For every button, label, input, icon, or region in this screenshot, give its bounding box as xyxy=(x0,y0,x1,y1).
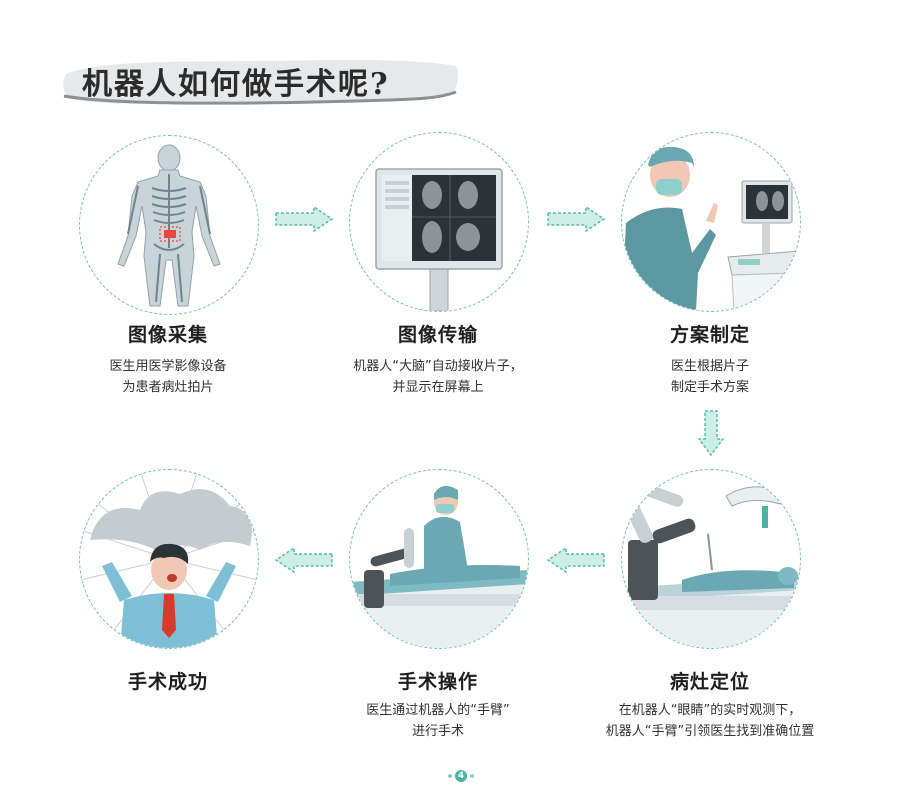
arrow-right-icon xyxy=(547,206,606,232)
brush-stroke-background xyxy=(63,60,459,105)
arrow-right-icon xyxy=(275,206,334,232)
step-5-title: 手术操作 xyxy=(397,671,478,693)
step-6-illustration xyxy=(79,469,259,649)
step-1-illustration xyxy=(79,135,259,315)
page-number-label: 4 xyxy=(455,770,467,782)
arrow-left-icon xyxy=(274,547,333,573)
celebrating-person-icon xyxy=(80,470,258,648)
arrow-left-icon xyxy=(546,547,605,573)
step-3-title: 方案制定 xyxy=(669,324,750,346)
step-3-illustration xyxy=(621,132,801,312)
page-title: 机器人如何做手术呢? xyxy=(82,67,390,102)
skeleton-scan-icon xyxy=(117,144,221,307)
robot-surgery-icon xyxy=(350,485,528,648)
step-3-description: 医生根据片子 制定手术方案 xyxy=(670,359,749,395)
step-6-title: 手术成功 xyxy=(127,671,208,693)
step-1-title: 图像采集 xyxy=(127,324,208,346)
step-1-description: 医生用医学影像设备 为患者病灶拍片 xyxy=(109,359,227,395)
step-4-illustration xyxy=(621,469,801,649)
step-4-title: 病灶定位 xyxy=(669,671,750,693)
step-2-illustration xyxy=(349,132,529,312)
step-2-title: 图像传输 xyxy=(397,324,478,346)
page-number: 4 xyxy=(448,768,474,784)
step-2-description: 机器人“大脑”自动接收片子， 并显示在屏幕上 xyxy=(353,359,523,395)
arrow-down-icon xyxy=(698,410,724,457)
doctor-planning-icon xyxy=(622,146,800,311)
step-4-description: 在机器人“眼睛”的实时观测下， 机器人“手臂”引领医生找到准确位置 xyxy=(605,703,815,739)
step-5-description: 医生通过机器人的“手臂” 进行手术 xyxy=(366,703,510,739)
step-5-illustration xyxy=(349,469,529,649)
title-banner: 机器人如何做手术呢? xyxy=(60,52,462,108)
monitor-icon xyxy=(375,168,503,311)
robot-localization-icon xyxy=(622,485,800,648)
